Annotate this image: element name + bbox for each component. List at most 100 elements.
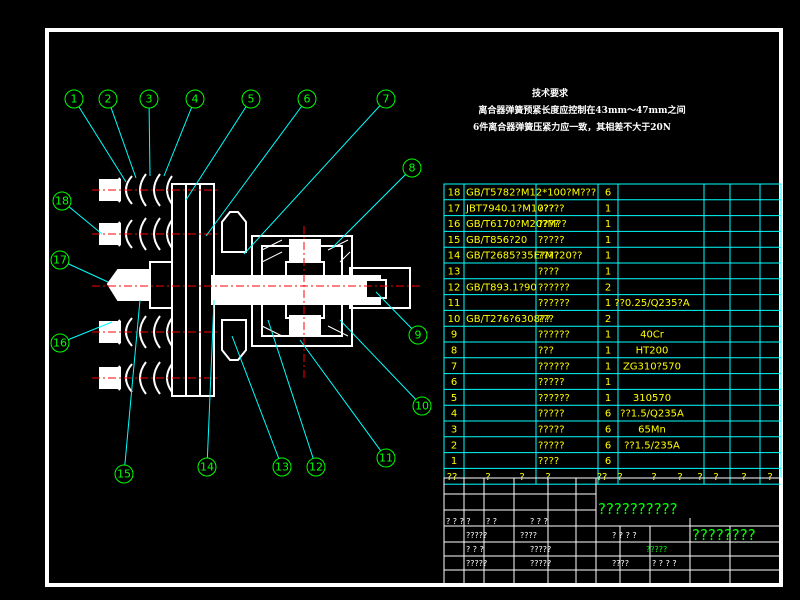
- technical-notes: 技术要求 离合器弹簧预紧长度应控制在43mm～47mm之间 6件离合器弹簧压紧力…: [473, 87, 686, 133]
- bom-name: ?????: [538, 440, 565, 451]
- balloon-leader: [148, 98, 151, 177]
- bom-header-cell: ?: [617, 472, 622, 483]
- bom-code: GB/T893.1?90: [466, 282, 537, 293]
- drawing-title: ??????????: [598, 500, 678, 518]
- balloon-circle: [376, 89, 396, 109]
- balloon-number: 12: [309, 461, 323, 474]
- balloon-5: 5: [185, 89, 261, 201]
- balloon-3: 3: [139, 89, 159, 177]
- bom-no: 1: [451, 456, 457, 467]
- bom-header-cell: ?: [519, 472, 524, 483]
- bom-no: 12: [448, 282, 461, 293]
- balloon-leader: [339, 319, 423, 407]
- bom-name: ????: [538, 456, 559, 467]
- balloon-number: 16: [53, 337, 67, 350]
- titleblock-row-f: ? ? ?: [530, 517, 548, 526]
- bom-code: GB/T856?20: [466, 235, 527, 246]
- bom-no: 7: [451, 361, 457, 372]
- bom-header-cell: ?: [767, 472, 772, 483]
- bom-name: ????: [538, 267, 559, 278]
- bom-material: ??0.25/Q235?A: [614, 298, 690, 309]
- bom-name: ??????: [538, 298, 570, 309]
- balloon-15: 15: [114, 299, 141, 484]
- bom-no: 16: [448, 219, 461, 230]
- bom-no: 17: [448, 203, 461, 214]
- bom-row: 4?????6??1.5/Q235A: [451, 409, 684, 420]
- bom-qty: 1: [605, 330, 611, 341]
- balloon-2: 2: [98, 89, 137, 179]
- balloon-number: 4: [192, 93, 199, 106]
- balloon-circle: [376, 448, 396, 468]
- balloon-number: 9: [415, 329, 422, 342]
- shaft-key: [365, 279, 387, 299]
- balloon-circle: [139, 89, 159, 109]
- bom-no: 8: [451, 346, 457, 357]
- bom-name: ?????: [538, 377, 565, 388]
- balloon-11: 11: [299, 339, 396, 468]
- pressure-plate-left: [171, 183, 187, 397]
- sheave: [221, 211, 247, 361]
- balloon-leader: [231, 335, 283, 468]
- bom-no: 13: [448, 267, 461, 278]
- notes-title: 技术要求: [532, 87, 569, 99]
- balloon-circle: [272, 457, 292, 477]
- bom-no: 15: [448, 235, 461, 246]
- balloon-17: 17: [50, 250, 109, 283]
- shaft-end: [349, 267, 411, 309]
- balloon-circle: [114, 464, 134, 484]
- bom-material: 65Mn: [638, 425, 666, 436]
- balloon-14: 14: [197, 299, 217, 477]
- main-shaft: [211, 275, 381, 305]
- balloon-number: 2: [105, 93, 112, 106]
- bom-row: 6?????1: [451, 377, 611, 388]
- bom-qty: 6: [605, 188, 611, 199]
- bom-qty: 6: [605, 425, 611, 436]
- titleblock-row-b: ?????: [466, 531, 487, 540]
- bom-header-cell: ??: [597, 472, 608, 483]
- balloon-number: 18: [55, 195, 69, 208]
- balloon-number: 13: [275, 461, 289, 474]
- bom-name: ??????: [538, 330, 570, 341]
- bom-qty: 1: [605, 203, 611, 214]
- bom-material: ??1.5/235A: [624, 440, 680, 451]
- balloon-circle: [98, 89, 118, 109]
- bom-no: 2: [451, 440, 457, 451]
- bom-qty: 6: [605, 409, 611, 420]
- balloon-number: 11: [379, 452, 393, 465]
- bom-no: 3: [451, 425, 457, 436]
- bearing-bottom: [289, 315, 321, 337]
- bearing-mid: [285, 261, 325, 319]
- balloon-leader: [243, 98, 387, 255]
- balloon-number: 3: [146, 93, 153, 106]
- balloon-10: 10: [339, 319, 432, 416]
- bom-header-cell: ?: [545, 472, 550, 483]
- bom-no: 11: [448, 298, 461, 309]
- balloon-circle: [50, 250, 70, 270]
- balloon-leader: [123, 299, 141, 475]
- bom-header-cell: ?: [677, 472, 682, 483]
- bom-header-cell: ?: [651, 472, 656, 483]
- balloon-circle: [185, 89, 205, 109]
- bom-name: ???: [538, 346, 554, 357]
- bom-code: GB/T5782?M12*100?M???: [466, 188, 596, 199]
- balloon-circle: [412, 396, 432, 416]
- title-block: [443, 477, 782, 586]
- bom-header-cell: ?: [741, 472, 746, 483]
- bom-no: 6: [451, 377, 457, 388]
- balloon-8: 8: [331, 158, 422, 249]
- bom-material: 310570: [633, 393, 671, 404]
- bom-name: ?????: [538, 235, 565, 246]
- bom-qty: 1: [605, 251, 611, 262]
- bom-name: ??????: [538, 393, 570, 404]
- balloon-number: 6: [304, 93, 311, 106]
- balloon-number: 14: [200, 461, 214, 474]
- bom-qty: 1: [605, 393, 611, 404]
- bom-row: 1????6: [451, 456, 611, 467]
- balloon-circle: [297, 89, 317, 109]
